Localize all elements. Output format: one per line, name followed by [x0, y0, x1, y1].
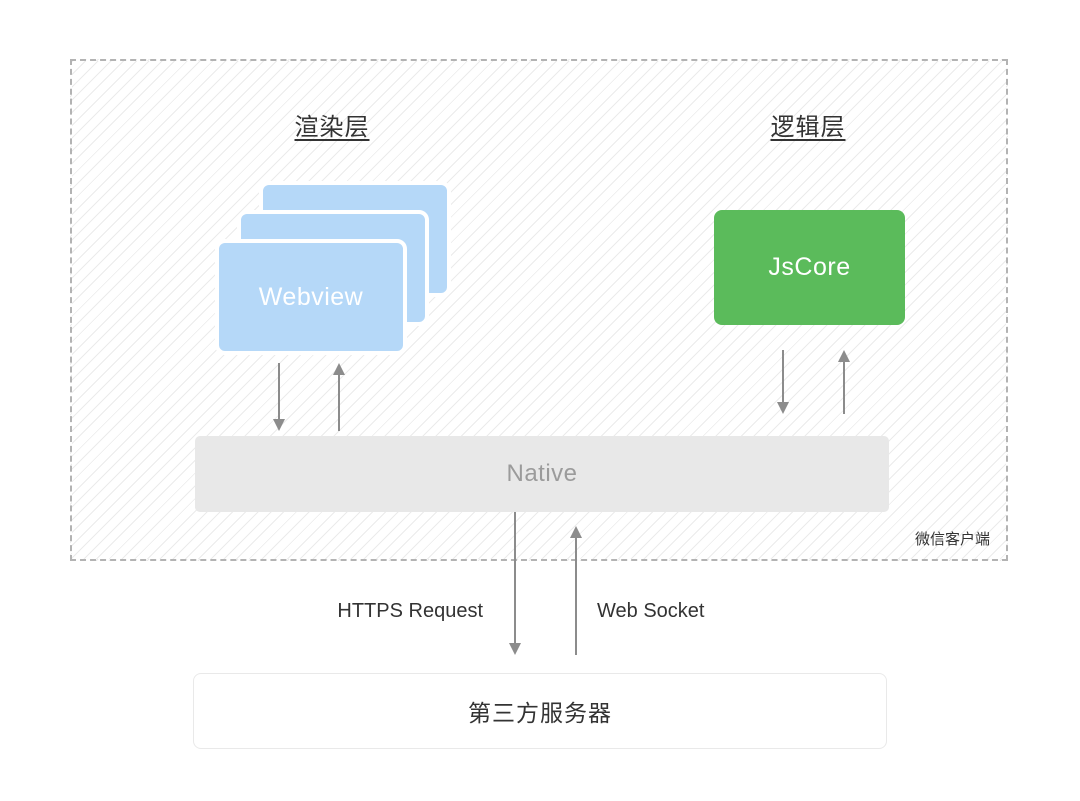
https-request-arrow-icon: [509, 512, 521, 655]
native-label: Native: [506, 460, 578, 487]
render-layer-title: 渲染层: [294, 114, 370, 141]
web-socket-arrow-icon: [570, 526, 582, 655]
jscore-box: JsCore: [714, 210, 905, 325]
webview-card-front: Webview: [215, 239, 407, 355]
https-request-label: HTTPS Request: [337, 600, 483, 622]
native-to-jscore-arrow-icon: [838, 350, 850, 414]
logic-layer-title: 逻辑层: [770, 114, 846, 141]
native-to-webview-arrow-icon: [333, 363, 345, 431]
jscore-label: JsCore: [768, 253, 851, 281]
web-socket-label: Web Socket: [597, 600, 705, 622]
wechat-client-container: 渲染层 逻辑层 Webview JsCore Native: [70, 59, 1008, 561]
webview-to-native-arrow-icon: [273, 363, 285, 431]
webview-label: Webview: [258, 282, 364, 311]
wechat-client-label: 微信客户端: [914, 531, 990, 548]
third-party-server-label: 第三方服务器: [468, 700, 612, 726]
third-party-server-box: 第三方服务器: [193, 673, 887, 749]
jscore-to-native-arrow-icon: [777, 350, 789, 414]
native-bar: Native: [195, 436, 889, 512]
